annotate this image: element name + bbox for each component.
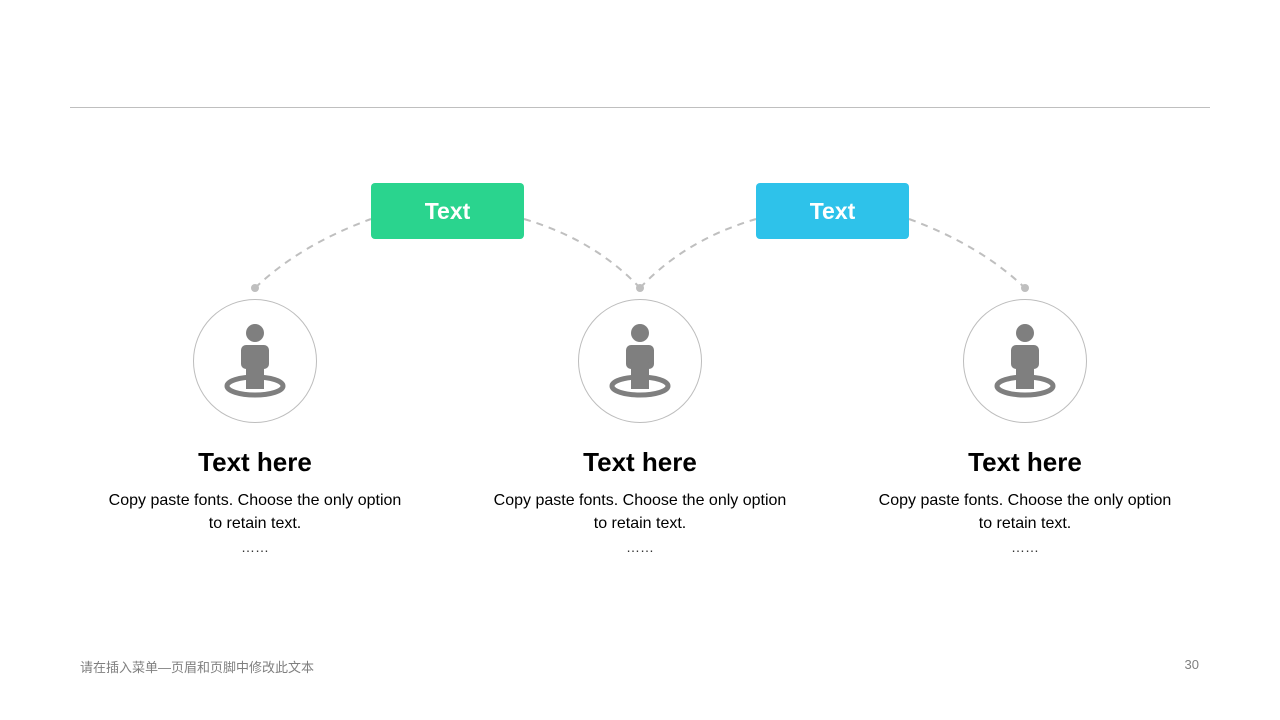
- item-description: Copy paste fonts. Choose the only option…: [878, 492, 1172, 532]
- footer-note: 请在插入菜单—页眉和页脚中修改此文本: [80, 660, 315, 675]
- tag-blue-label: Text: [809, 197, 856, 224]
- connector-2-right: [908, 218, 1026, 289]
- connector-1-right: [523, 218, 641, 289]
- item-title: Text here: [968, 447, 1082, 477]
- person-on-location-icon: [994, 324, 1056, 398]
- item-title: Text here: [198, 447, 312, 477]
- connector-1-left: [254, 218, 372, 289]
- tag-green: Text: [371, 183, 524, 239]
- node-circle-1: [193, 299, 317, 423]
- item-column-3: Text here Copy paste fonts. Choose the o…: [855, 444, 1195, 557]
- item-column-1: Text here Copy paste fonts. Choose the o…: [85, 444, 425, 557]
- item-column-2: Text here Copy paste fonts. Choose the o…: [470, 444, 810, 557]
- item-ellipsis: ……: [626, 539, 654, 555]
- connector-dot-1: [251, 284, 259, 292]
- person-on-location-icon: [609, 324, 671, 398]
- node-circle-3: [963, 299, 1087, 423]
- page-number: 30: [1184, 657, 1199, 672]
- connector-2-left: [639, 218, 757, 289]
- header-divider: [70, 107, 1210, 108]
- item-description: Copy paste fonts. Choose the only option…: [493, 492, 787, 532]
- item-ellipsis: ……: [1011, 539, 1039, 555]
- tag-green-label: Text: [424, 197, 471, 224]
- node-circle-2: [578, 299, 702, 423]
- person-on-location-icon: [224, 324, 286, 398]
- tag-blue: Text: [756, 183, 909, 239]
- item-title: Text here: [583, 447, 697, 477]
- connector-dot-2: [636, 284, 644, 292]
- item-ellipsis: ……: [241, 539, 269, 555]
- item-description: Copy paste fonts. Choose the only option…: [108, 492, 402, 532]
- connector-dot-3: [1021, 284, 1029, 292]
